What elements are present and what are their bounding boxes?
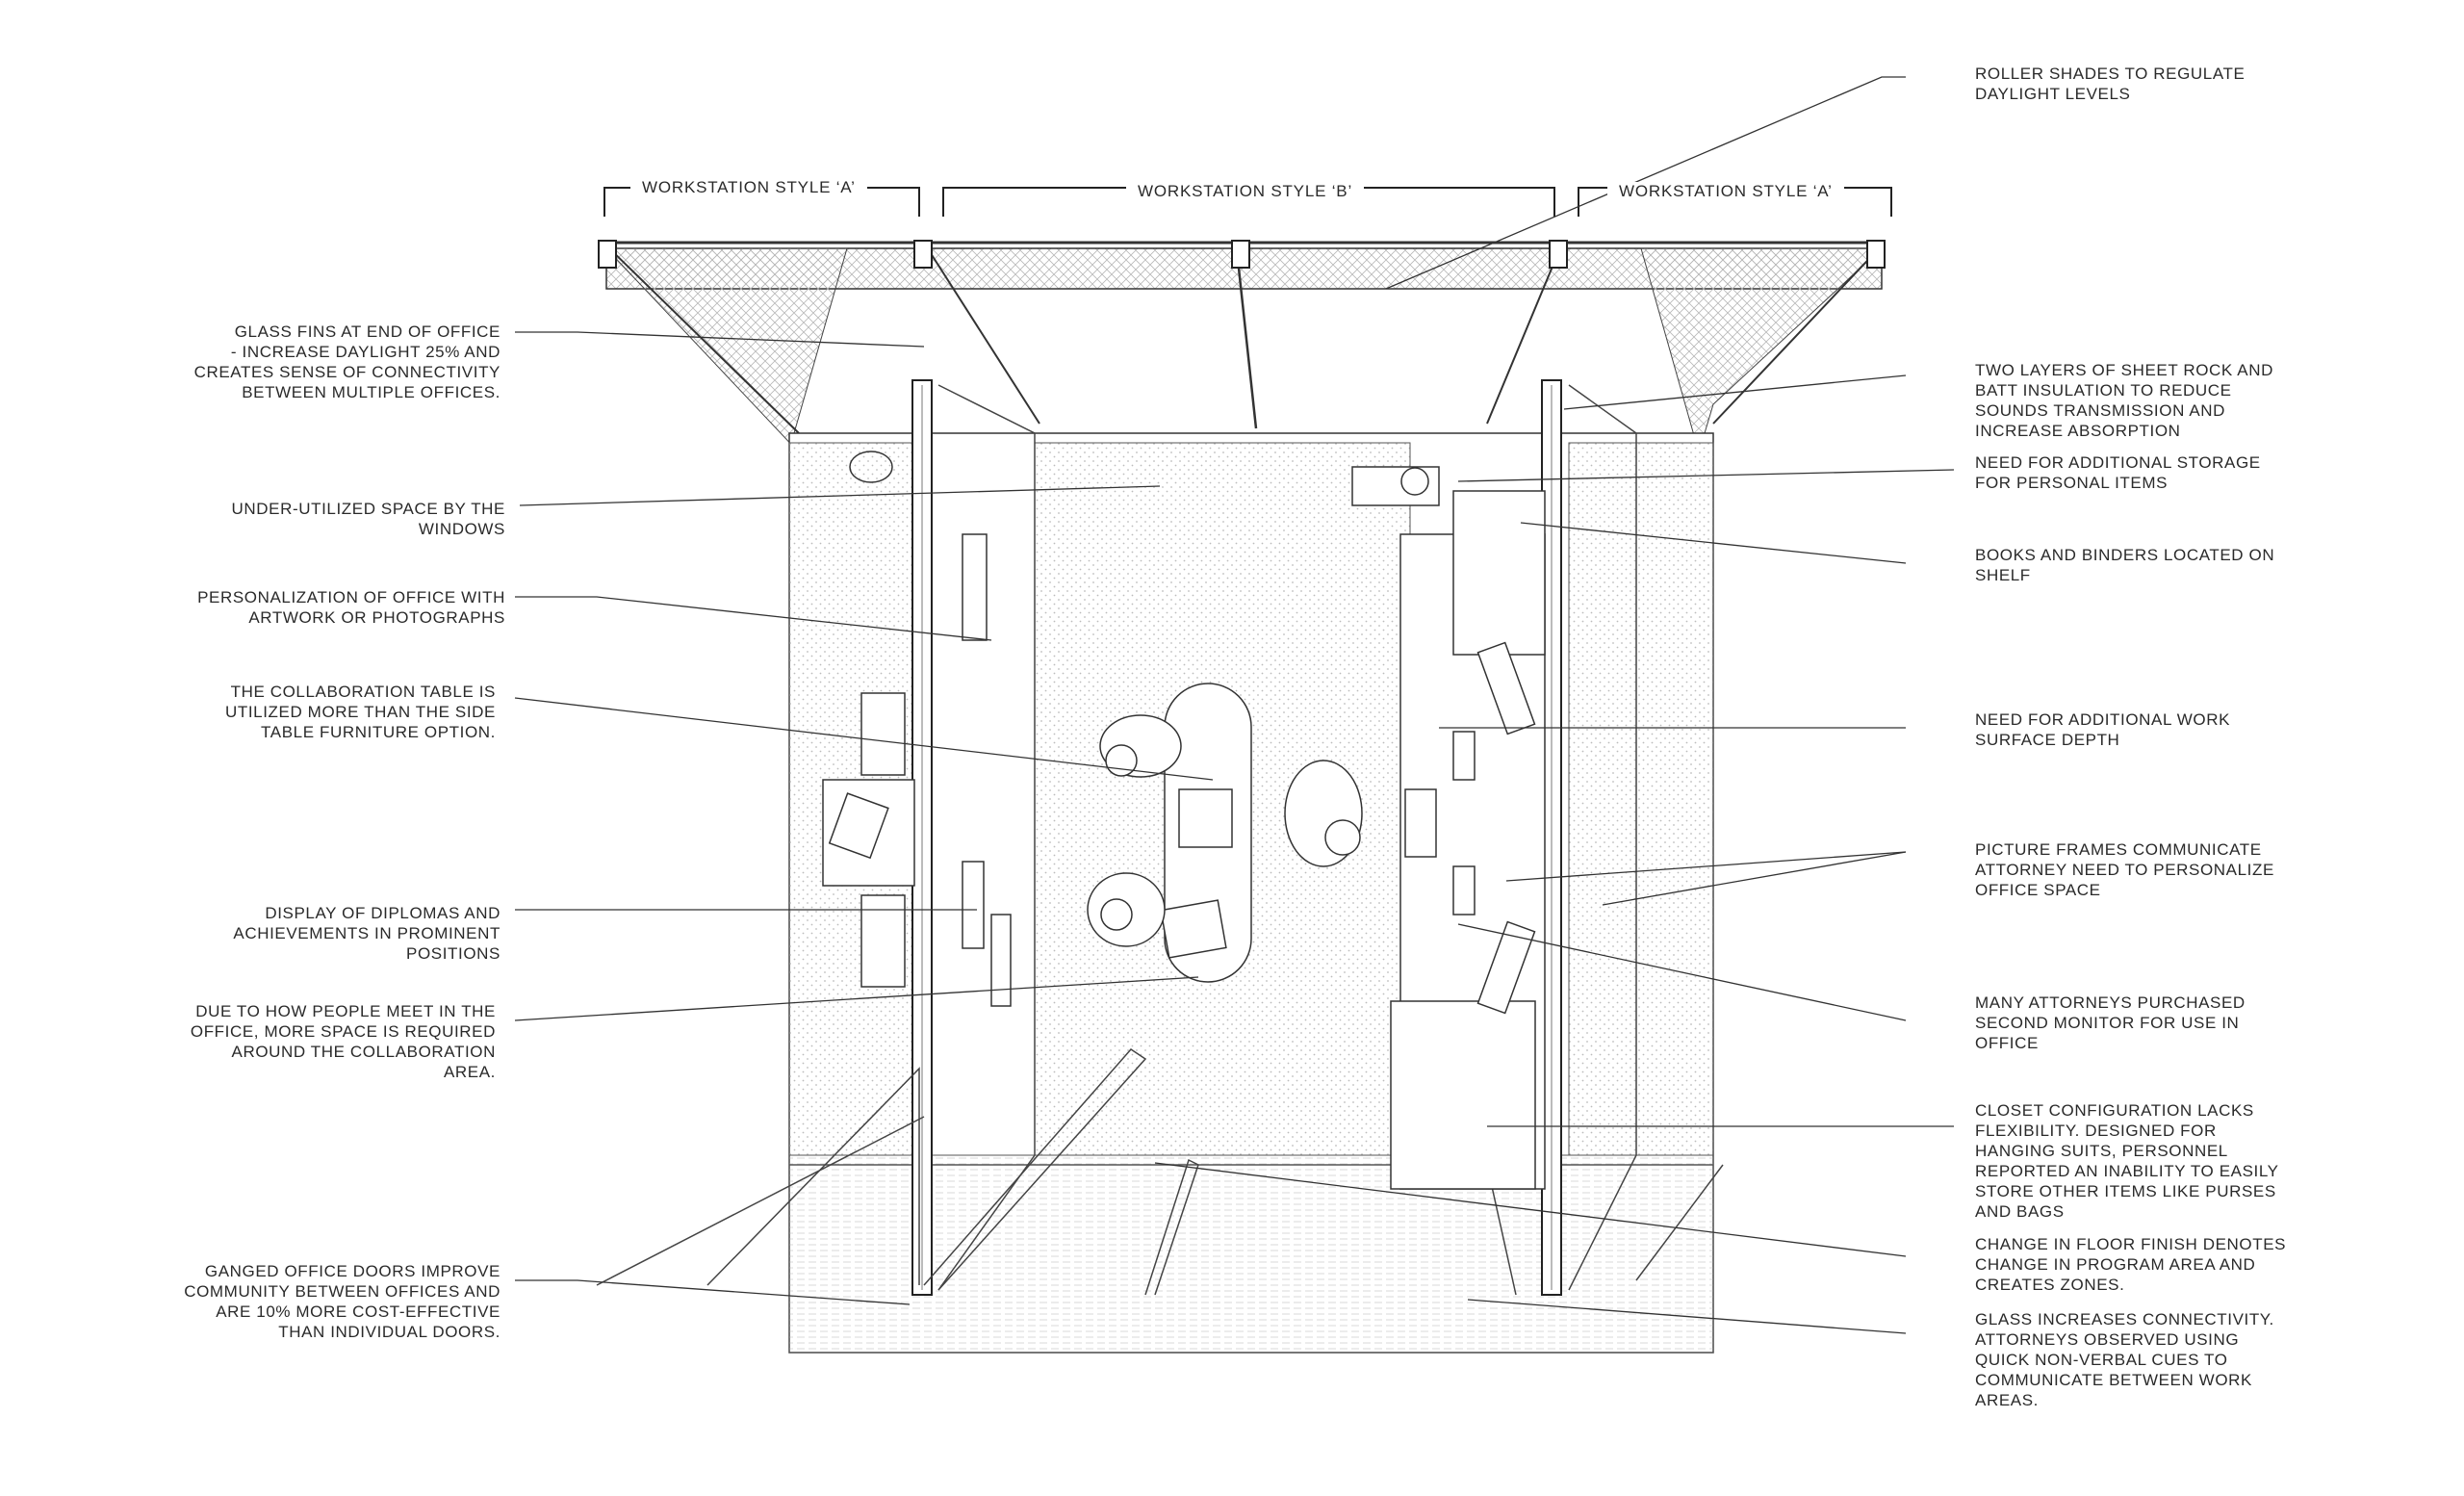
note-glass-connectivity: GLASS INCREASES CONNECTIVITY. ATTORNEYS … — [1975, 1310, 2274, 1409]
note-diplomas: DISPLAY OF DIPLOMAS AND ACHIEVEMENTS IN … — [233, 904, 500, 963]
collaboration-table — [1087, 683, 1363, 983]
note-roller-shades: ROLLER SHADES TO REGULATE DAYLIGHT LEVEL… — [1975, 64, 2246, 103]
workstation-label-b: WORKSTATION STYLE ‘B’ — [1126, 182, 1365, 201]
note-glass-fins: GLASS FINS AT END OF OFFICE - INCREASE D… — [193, 322, 500, 401]
workstation-label-a-left: WORKSTATION STYLE ‘A’ — [630, 178, 867, 197]
window-wall — [598, 240, 1886, 454]
note-books-binders: BOOKS AND BINDERS LOCATED ON SHELF — [1975, 546, 2275, 584]
workstation-desk — [1351, 466, 1546, 1190]
leader-lines — [514, 76, 1955, 1334]
note-collaboration-table: THE COLLABORATION TABLE IS UTILIZED MORE… — [225, 683, 496, 741]
note-sheet-rock: TWO LAYERS OF SHEET ROCK AND BATT INSULA… — [1975, 361, 2273, 440]
note-second-monitor: MANY ATTORNEYS PURCHASED SECOND MONITOR … — [1975, 993, 2246, 1052]
note-closet: CLOSET CONFIGURATION LACKS FLEXIBILITY. … — [1975, 1101, 2279, 1221]
note-meeting-space: DUE TO HOW PEOPLE MEET IN THE OFFICE, MO… — [190, 1002, 496, 1081]
note-work-surface: NEED FOR ADDITIONAL WORK SURFACE DEPTH — [1975, 710, 2231, 749]
note-floor-finish: CHANGE IN FLOOR FINISH DENOTES CHANGE IN… — [1975, 1235, 2287, 1294]
glass-partitions — [596, 384, 1724, 1296]
workstation-label-a-right: WORKSTATION STYLE ‘A’ — [1607, 182, 1844, 201]
note-storage: NEED FOR ADDITIONAL STORAGE FOR PERSONAL… — [1975, 453, 2261, 492]
note-ganged-doors: GANGED OFFICE DOORS IMPROVE COMMUNITY BE… — [184, 1262, 500, 1341]
mullion-caps — [598, 240, 1886, 269]
side-furniture — [822, 451, 1012, 1007]
note-personalization: PERSONALIZATION OF OFFICE WITH ARTWORK O… — [197, 588, 505, 627]
demising-walls — [911, 379, 1562, 1296]
note-under-utilized-space: UNDER-UTILIZED SPACE BY THE WINDOWS — [231, 500, 505, 538]
note-picture-frames: PICTURE FRAMES COMMUNICATE ATTORNEY NEED… — [1975, 840, 2274, 899]
